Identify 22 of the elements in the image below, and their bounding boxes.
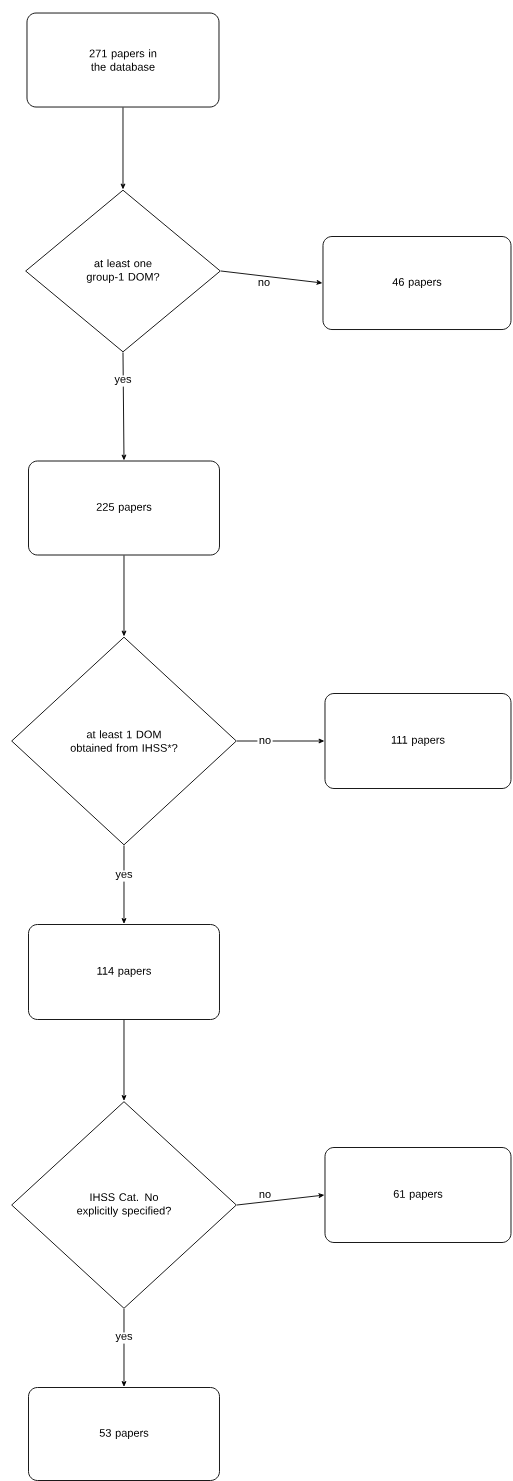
- process-box: 46 papers: [322, 236, 512, 330]
- edge-label: yes: [113, 870, 135, 882]
- arrow: [236, 1193, 324, 1206]
- arrow: [121, 555, 127, 636]
- arrow: [121, 845, 127, 924]
- edge-label: no: [257, 736, 273, 746]
- process-box: 271 papers in the database: [26, 12, 220, 108]
- process-box: 53 papers: [28, 1387, 220, 1481]
- arrow: [120, 107, 126, 189]
- process-box: 61 papers: [324, 1147, 512, 1243]
- arrow: [121, 352, 127, 460]
- arrow: [121, 1308, 127, 1387]
- arrow: [236, 738, 324, 744]
- arrow: [121, 1019, 127, 1101]
- edge-label: yes: [112, 375, 134, 387]
- edge-label: no: [256, 278, 272, 288]
- process-box: 225 papers: [28, 460, 220, 556]
- process-box: 111 papers: [324, 693, 512, 789]
- edge-label: no: [257, 1190, 273, 1200]
- edge-label: yes: [113, 1332, 135, 1344]
- process-box: 114 papers: [28, 924, 220, 1020]
- arrow: [220, 270, 322, 285]
